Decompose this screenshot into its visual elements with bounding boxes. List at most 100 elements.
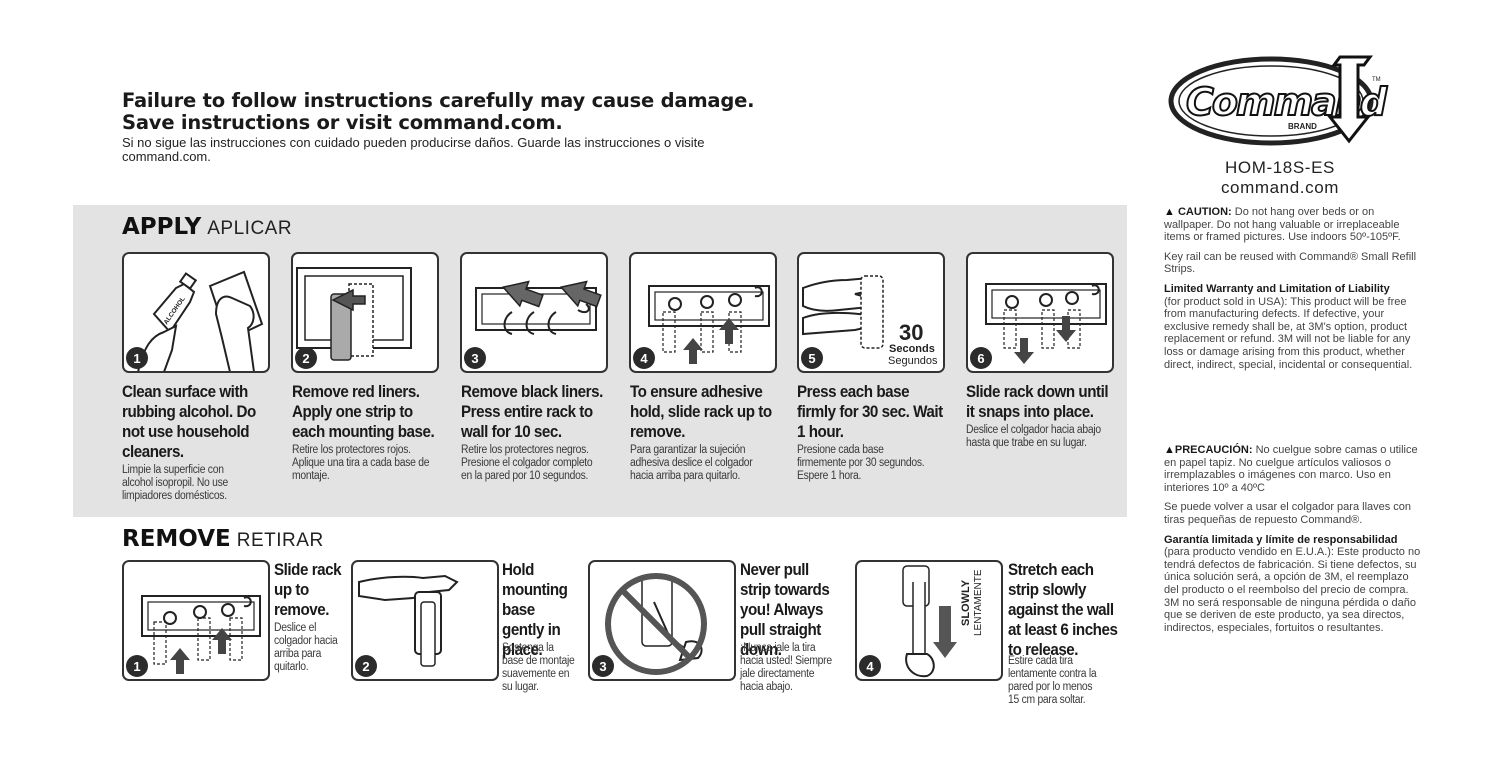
- step-number-badge: 1: [126, 655, 148, 677]
- press-arrow-icon-2: [559, 280, 602, 308]
- alcohol-bottle-icon: ALCOHOL: [152, 272, 198, 334]
- step-number-badge: 2: [355, 655, 377, 677]
- prohibited-icon: [605, 573, 707, 675]
- adhesive-strip-tab: [420, 601, 436, 667]
- press-arrow-icon: [501, 280, 544, 308]
- slide-up-arrow-icon-2: [212, 628, 232, 654]
- timer-unit-en: Seconds: [889, 343, 935, 355]
- apply-step-1-title: Clean surface with rubbing alcohol. Do n…: [122, 383, 256, 461]
- warranty-paragraph: Limited Warranty and Limitation of Liabi…: [1164, 283, 1424, 371]
- key-rack: [141, 595, 261, 637]
- slowly-arrow-icon: [933, 606, 957, 658]
- remove-step-2-title: Hold mounting base gently in place.: [502, 561, 568, 659]
- step-number-badge: 5: [801, 347, 823, 369]
- warning-line-1: Failure to follow instructions carefully…: [122, 89, 755, 112]
- apply-title: APPLY: [122, 214, 202, 240]
- apply-step-2-es: Retire los protectores rojos. Aplique un…: [292, 444, 430, 482]
- stretched-strip: [912, 582, 926, 665]
- garantia-title: Garantía limitada y límite de responsabi…: [1164, 533, 1398, 546]
- slide-down-arrow-icon-2: [1056, 316, 1076, 342]
- remove-step-1-es: Deslice el colgador hacia arriba para qu…: [274, 622, 338, 673]
- garantia-paragraph: Garantía limitada y límite de responsabi…: [1164, 534, 1424, 635]
- holding-hand: [358, 574, 459, 602]
- apply-arrow-icon: [331, 288, 366, 312]
- apply-step-3-title: Remove black liners. Press entire rack t…: [461, 383, 603, 441]
- slowly-label: SLOWLY: [960, 579, 972, 626]
- caution-text: Do not hang over beds or on wallpaper. D…: [1164, 206, 1401, 244]
- slide-up-arrow-icon: [170, 648, 190, 674]
- remove-title: REMOVE: [122, 526, 231, 552]
- reuse-es-paragraph: Se puede volver a usar el colgador para …: [1164, 501, 1412, 526]
- apply-step-3-illustration: 3: [460, 252, 608, 373]
- hooks: [1005, 284, 1100, 309]
- mounting-bases: [662, 311, 742, 353]
- step-number-badge: 3: [464, 347, 486, 369]
- precaucion-text: No cuelgue sobre camas o utilice en pape…: [1164, 444, 1418, 494]
- step-number-badge: 4: [859, 655, 881, 677]
- reuse-paragraph: Key rail can be reused with Command® Sma…: [1164, 250, 1417, 276]
- caution-paragraph: ▲ CAUTION: Do not hang over beds or on w…: [1164, 206, 1424, 244]
- apply-step-5-title: Press each base firmly for 30 sec. Wait …: [797, 383, 943, 441]
- remove-step-2-illustration: 2: [351, 560, 499, 681]
- apply-step-4-illustration: 4: [629, 252, 777, 373]
- remove-step-1-illustration: 1: [122, 560, 270, 681]
- slowly-label-es: LENTAMENTE: [973, 569, 984, 636]
- mounting-bases: [153, 617, 243, 665]
- apply-step-5-illustration: 30 Seconds Segundos 5: [797, 252, 945, 373]
- apply-step-6-title: Slide rack down until it snaps into plac…: [966, 383, 1109, 421]
- slide-up-arrow-icon-2: [719, 318, 739, 344]
- hooks: [503, 303, 590, 335]
- precaucion-paragraph: ▲PRECAUCIÓN: No cuelgue sobre camas o ut…: [1164, 444, 1424, 494]
- warning-triangle-icon: ▲: [1164, 206, 1175, 218]
- slide-down-arrow-icon: [1014, 338, 1034, 364]
- logo-brand-word: BRAND: [1288, 122, 1317, 131]
- apply-step-2-title: Remove red liners. Apply one strip to ea…: [292, 383, 435, 441]
- warning-spanish: Si no sigue las instrucciones con cuidad…: [122, 135, 705, 164]
- warning-triangle-icon: ▲: [1164, 444, 1175, 456]
- remove-step-3-title: Never pull strip towards you! Always pul…: [740, 561, 830, 659]
- step-number-badge: 1: [126, 347, 148, 369]
- slide-up-arrow-icon: [683, 338, 703, 364]
- damage-warning: Failure to follow instructions carefully…: [122, 90, 762, 164]
- apply-step-6-illustration: 6: [966, 252, 1114, 373]
- pressing-hand-lower: [802, 311, 874, 336]
- apply-step-1-illustration: ALCOHOL 1: [122, 252, 270, 373]
- step-number-badge: 2: [295, 347, 317, 369]
- timer-value: 30: [899, 320, 923, 345]
- remove-step-3-illustration: 3: [588, 560, 736, 681]
- remove-title-es: RETIRAR: [236, 530, 324, 551]
- step-number-badge: 4: [633, 347, 655, 369]
- remove-step-4-es: Estire cada tira lentamente contra la pa…: [1008, 655, 1097, 706]
- remove-step-4-illustration: SLOWLY LENTAMENTE 4: [855, 560, 1003, 681]
- english-legal-text: ▲ CAUTION: Do not hang over beds or on w…: [1164, 206, 1424, 378]
- apply-step-2-illustration: 2: [291, 252, 439, 373]
- warranty-title: Limited Warranty and Limitation of Liabi…: [1164, 282, 1390, 295]
- apply-step-1-es: Limpie la superficie con alcohol isoprop…: [122, 464, 229, 502]
- hooks: [668, 286, 763, 311]
- wiping-hand: [214, 295, 255, 371]
- step-number-badge: 3: [592, 655, 614, 677]
- mounting-base: [860, 275, 884, 349]
- warranty-text: (for product sold in USA): This product …: [1164, 295, 1413, 371]
- adhesive-strip: [330, 293, 352, 361]
- garantia-text: (para producto vendido en E.U.A.): Este …: [1164, 546, 1421, 634]
- product-sku: HOM-18S-ES: [1225, 158, 1335, 177]
- product-code-block: HOM-18S-ES command.com: [1170, 158, 1390, 198]
- apply-step-3-es: Retire los protectores negros. Presione …: [461, 444, 593, 482]
- remove-step-2-es: Sostenga la base de montaje suavemente e…: [502, 642, 575, 693]
- logo-trademark: TM: [1372, 77, 1381, 83]
- stretching-hand: [905, 653, 935, 678]
- apply-step-4-es: Para garantizar la sujeción adhesiva des…: [630, 444, 753, 482]
- apply-title-es: APLICAR: [207, 218, 293, 239]
- brand-website: command.com: [1220, 178, 1340, 197]
- command-logo: Command BRAND TM: [1168, 55, 1391, 147]
- hooks: [163, 596, 252, 625]
- logo-hook-arrow: [1326, 55, 1373, 144]
- warning-line-2: Save instructions or visit command.com.: [122, 111, 563, 134]
- step-number-badge: 6: [970, 347, 992, 369]
- caution-label: CAUTION:: [1177, 206, 1232, 218]
- precaucion-label: PRECAUCIÓN:: [1174, 444, 1253, 456]
- timer-box: [887, 314, 943, 371]
